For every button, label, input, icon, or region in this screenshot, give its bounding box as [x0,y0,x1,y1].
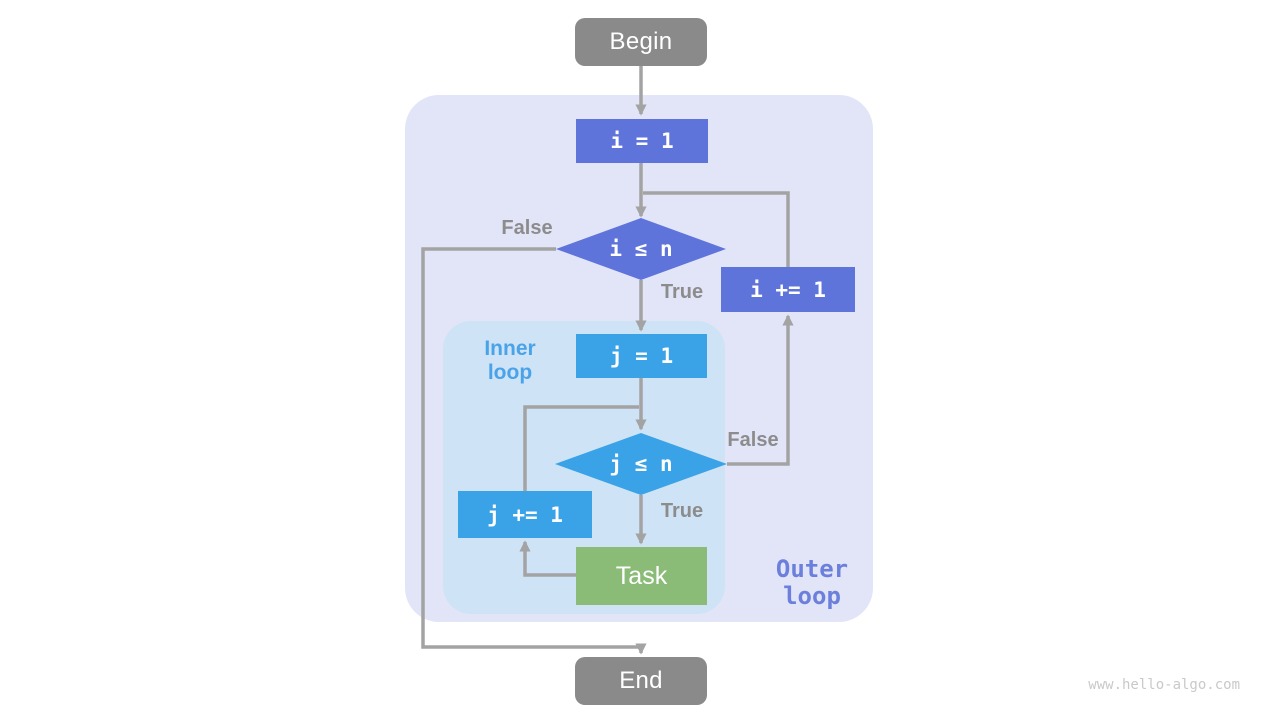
inner-loop-label-line2: loop [487,360,533,384]
incr-j-node: j += 1 [458,491,592,538]
outer-false-label: False [501,217,553,239]
init-j-node: j = 1 [576,334,707,378]
outer-true-label: True [660,281,704,303]
init-i-node: i = 1 [576,119,708,163]
incr-i-node: i += 1 [721,267,855,312]
outer-loop-label-line2: loop [783,581,841,610]
inner-false-label: False [727,429,779,451]
inner-loop-label: Inner loop [460,337,560,384]
end-node: End [575,657,707,705]
task-node: Task [576,547,707,605]
inner-true-label: True [660,500,704,522]
outer-loop-label-line1: Outer [775,555,849,583]
watermark-text: www.hello-algo.com [1088,677,1240,693]
outer-loop-label: Outer loop [752,556,872,610]
inner-loop-label-line1: Inner [484,337,536,360]
begin-node: Begin [575,18,707,66]
